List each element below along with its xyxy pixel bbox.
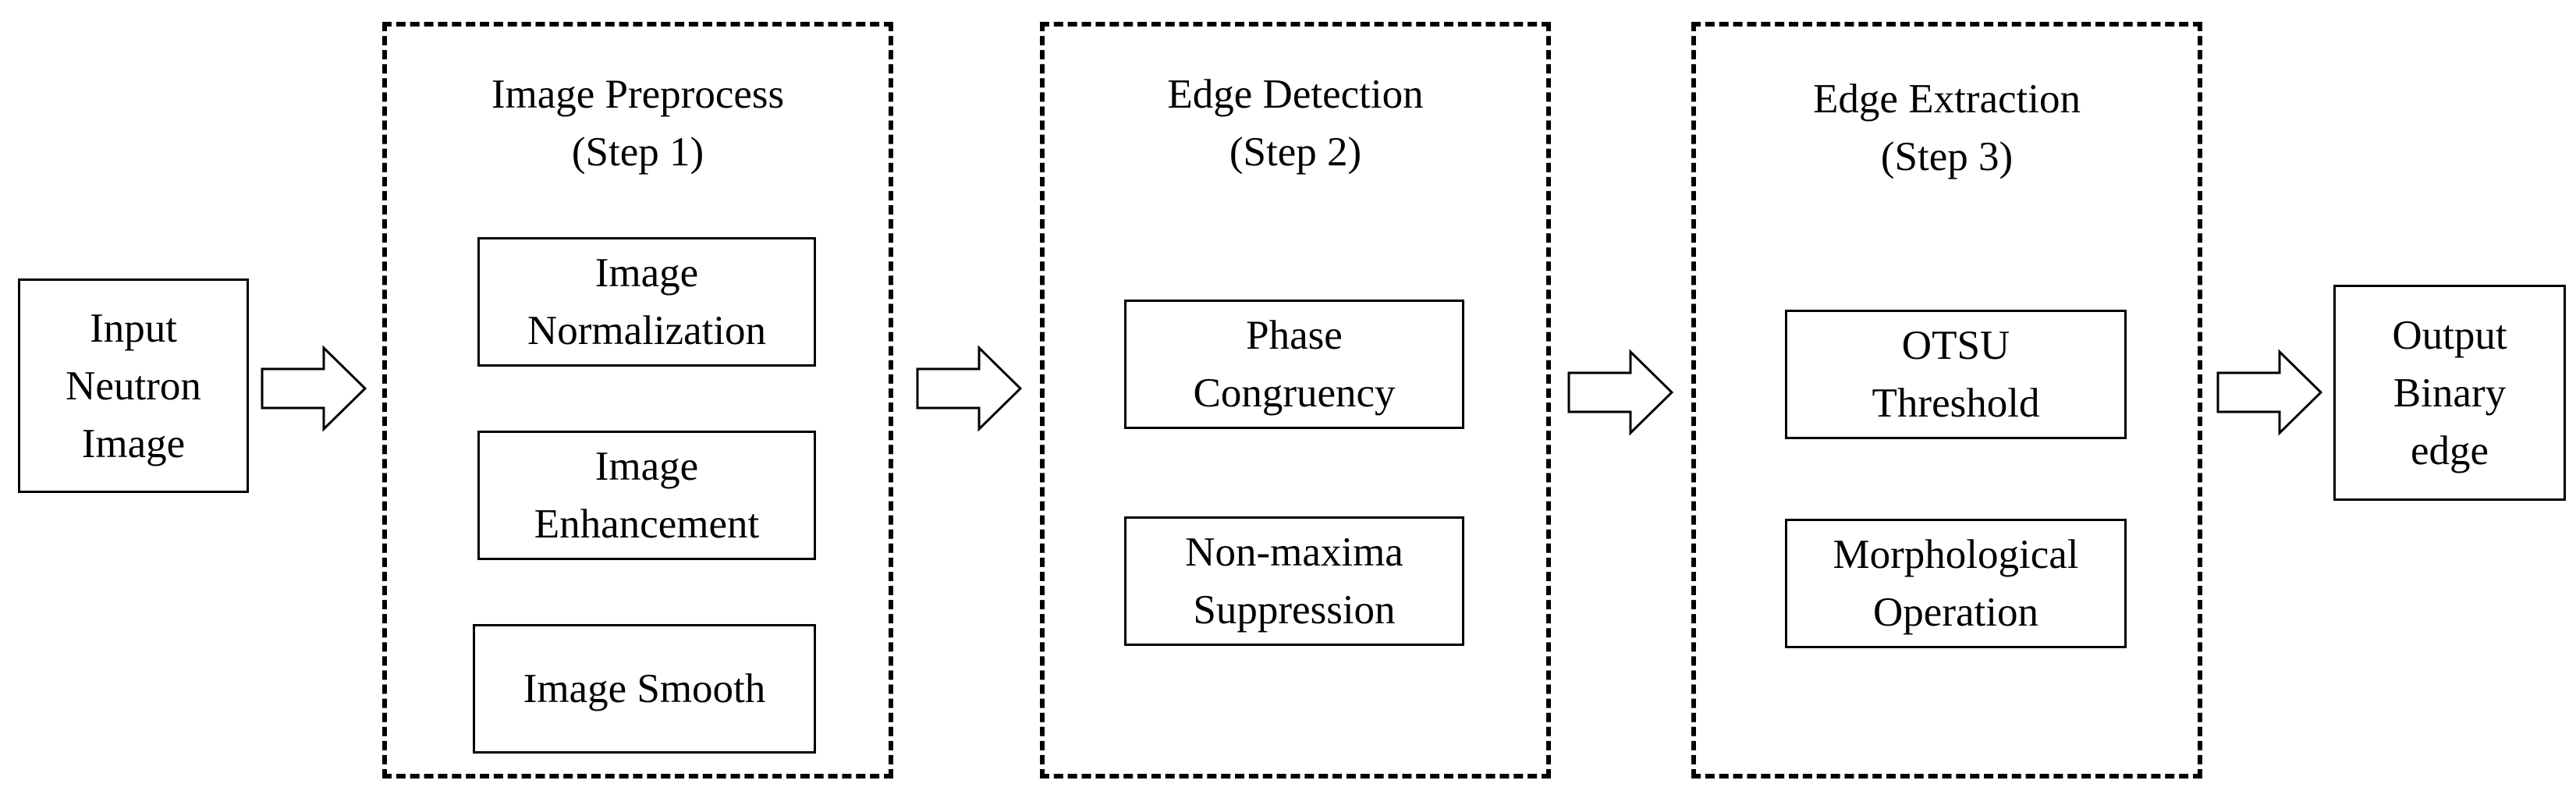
step-morphological-operation: Morphological Operation (1785, 519, 2127, 648)
step-image-enhancement: Image Enhancement (477, 431, 816, 560)
step-label: Non-maxima Suppression (1185, 530, 1403, 633)
step-label: Morphological Operation (1833, 532, 2079, 635)
flow-arrow-2 (916, 345, 1023, 432)
step-label: Image Normalization (527, 250, 767, 353)
step-label: OTSU Threshold (1872, 323, 2040, 426)
flow-arrow-4 (2216, 349, 2323, 436)
step-image-normalization: Image Normalization (477, 237, 816, 367)
input-label: Input Neutron Image (66, 305, 201, 466)
flow-arrow-1 (261, 345, 367, 432)
step-phase-congruency: Phase Congruency (1124, 300, 1464, 429)
step-label: Image Enhancement (534, 444, 760, 547)
stage-title: Edge Extraction (Step 3) (1813, 76, 2081, 179)
output-box: Output Binary edge (2333, 285, 2566, 501)
stage-edge-extraction: Edge Extraction (Step 3) OTSU Threshold … (1691, 22, 2202, 778)
step-label: Image Smooth (523, 666, 766, 711)
stage-title: Image Preprocess (Step 1) (491, 72, 785, 175)
flow-arrow-3 (1567, 349, 1674, 436)
step-label: Phase Congruency (1193, 313, 1396, 416)
stage-image-preprocess: Image Preprocess (Step 1) Image Normaliz… (382, 22, 893, 778)
stage-title: Edge Detection (Step 2) (1167, 72, 1424, 175)
input-box: Input Neutron Image (18, 278, 249, 493)
output-label: Output Binary edge (2392, 312, 2507, 473)
stage-edge-detection: Edge Detection (Step 2) Phase Congruency… (1040, 22, 1551, 778)
step-non-maxima-suppression: Non-maxima Suppression (1124, 516, 1464, 646)
step-image-smooth: Image Smooth (473, 624, 816, 754)
step-otsu-threshold: OTSU Threshold (1785, 310, 2127, 439)
